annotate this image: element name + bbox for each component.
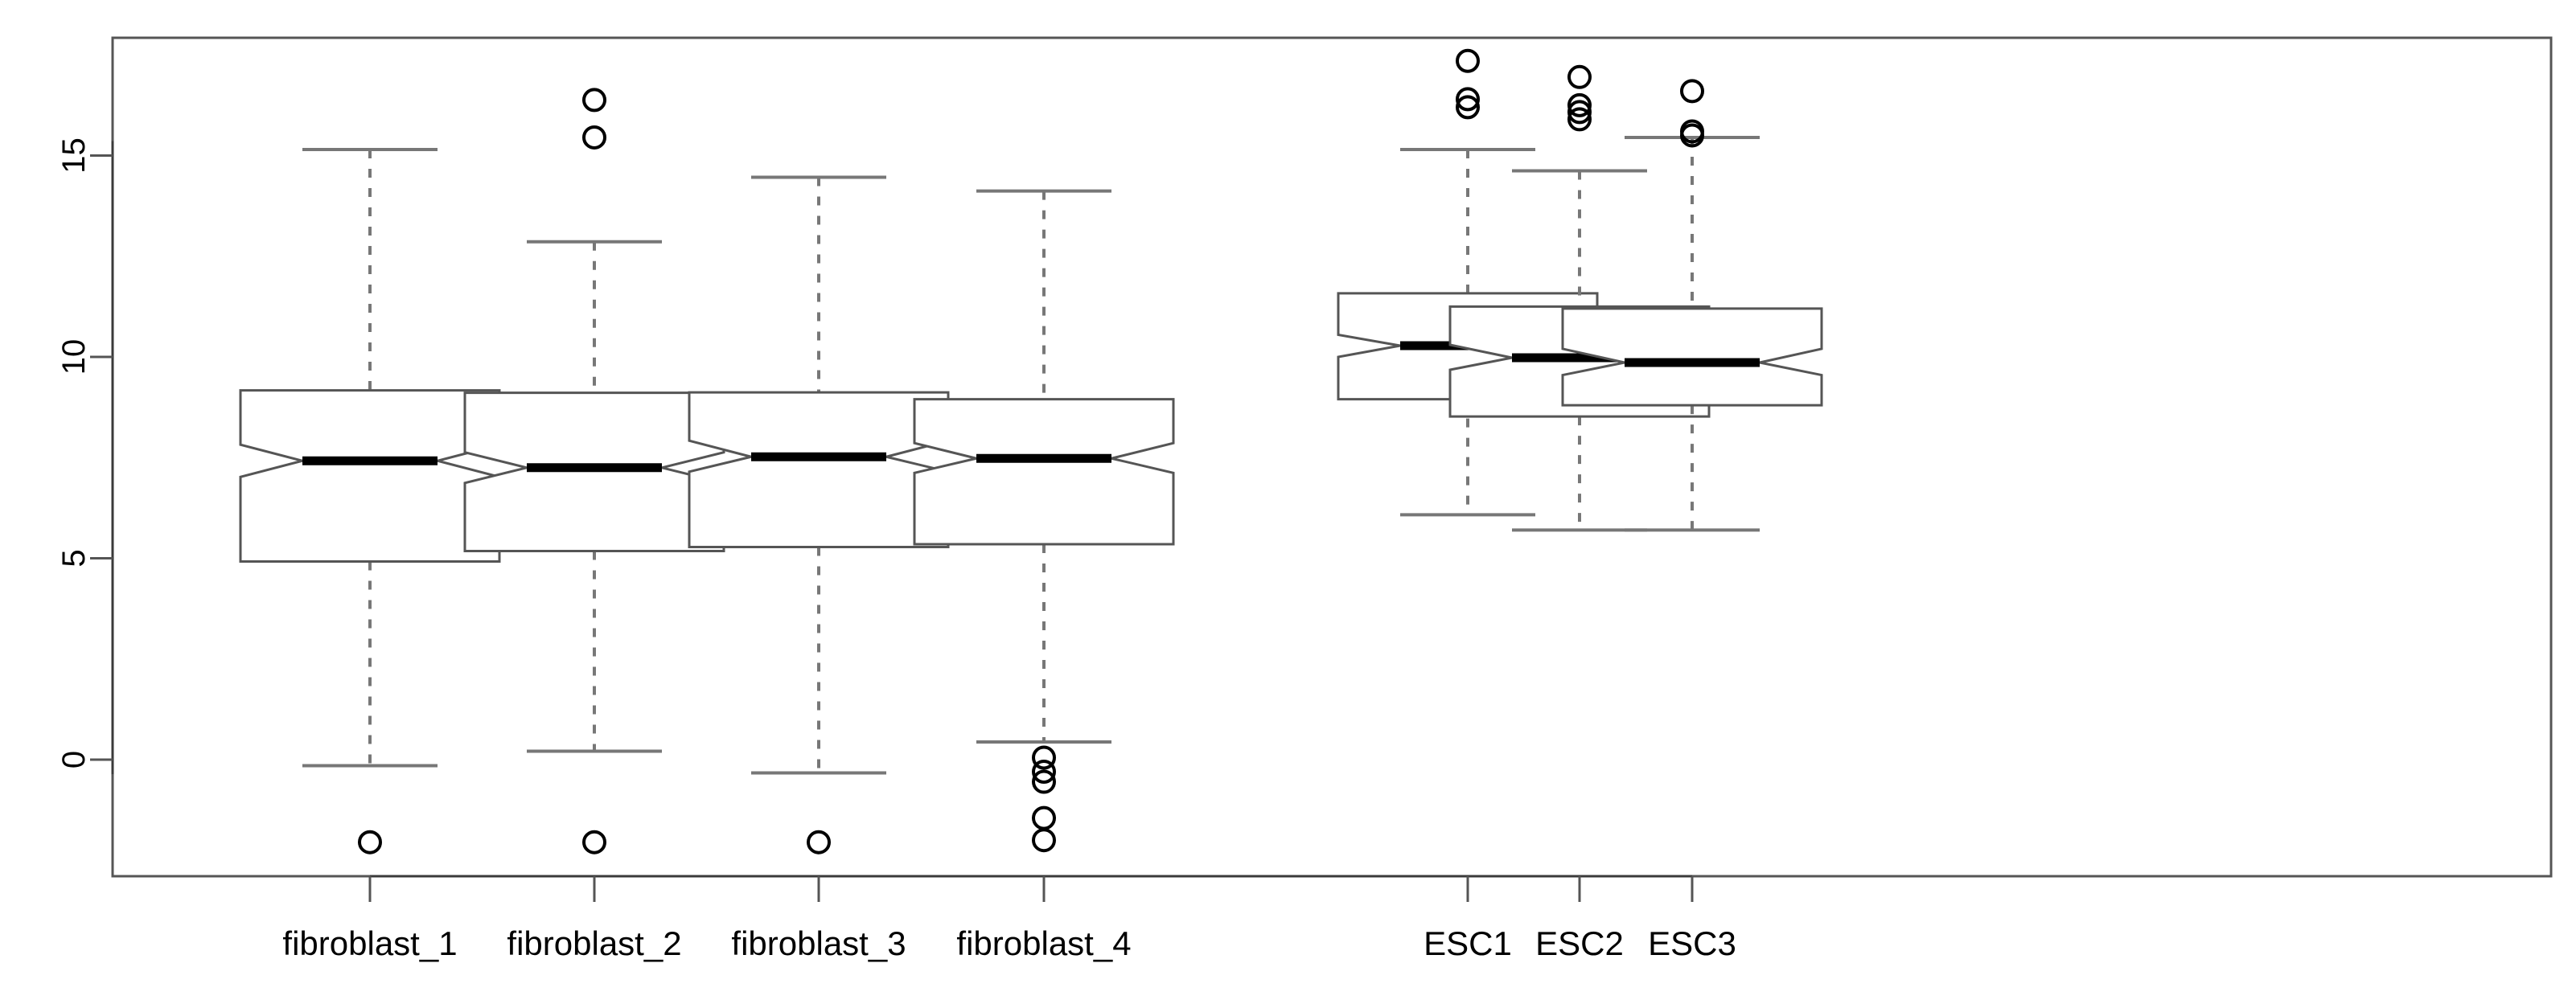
x-axis-category-label: fibroblast_3 (731, 924, 906, 962)
x-axis-category-label: fibroblast_1 (282, 924, 457, 962)
outlier-point (582, 830, 606, 855)
x-axis-category-label: ESC1 (1424, 924, 1512, 962)
x-axis-category-label: fibroblast_2 (507, 924, 681, 962)
box-notch (239, 389, 501, 564)
y-axis-tick-label: 10 (56, 339, 92, 375)
y-axis: 0 5 10 15 (56, 137, 114, 774)
x-axis-category-label: ESC3 (1648, 924, 1736, 962)
outlier-point (1567, 92, 1592, 117)
boxplot-group (1561, 79, 1823, 532)
outlier-point (1456, 95, 1480, 120)
x-axis-category-label: ESC2 (1535, 924, 1624, 962)
box-notch (688, 391, 950, 548)
outlier-point (1567, 100, 1592, 125)
outlier-point (1032, 828, 1056, 853)
outlier-point (358, 830, 382, 855)
boxplot-group (239, 147, 501, 855)
plot-frame (111, 36, 2553, 878)
outlier-point (1032, 805, 1056, 830)
outlier-point (1680, 123, 1704, 148)
outlier-point (1032, 745, 1056, 770)
box-notch (1561, 307, 1823, 407)
y-axis-tick-label: 5 (56, 549, 92, 567)
boxplot-group (463, 88, 725, 855)
x-axis: fibroblast_1 fibroblast_2 fibroblast_3 fibr… (282, 875, 1736, 962)
outlier-point (1567, 107, 1592, 132)
outlier-point (1456, 48, 1480, 73)
y-axis-tick-label: 15 (56, 137, 92, 174)
outlier-point (807, 830, 831, 855)
outlier-point (582, 88, 606, 113)
boxplot-group (688, 175, 950, 855)
outlier-point (1456, 87, 1480, 112)
box-notch (913, 398, 1175, 546)
plot-border (111, 36, 2553, 878)
boxplot-group (913, 189, 1175, 853)
outlier-point (1032, 760, 1056, 785)
outlier-point (1567, 64, 1592, 89)
x-axis-category-label: fibroblast_4 (956, 924, 1131, 962)
y-axis-tick-label: 0 (56, 751, 92, 768)
boxplot-group (1337, 48, 1599, 517)
box-series (239, 48, 1823, 855)
outlier-point (1032, 769, 1056, 794)
outlier-point (1680, 79, 1704, 104)
outlier-point (582, 125, 606, 150)
